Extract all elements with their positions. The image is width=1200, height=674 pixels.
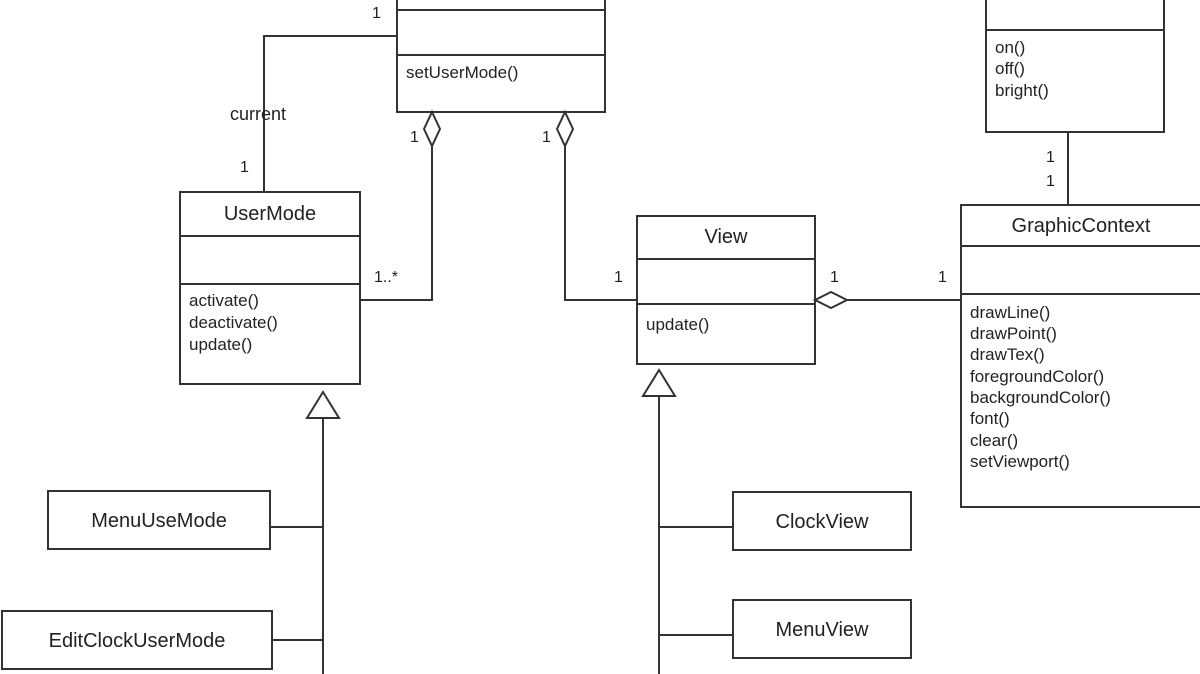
generalization-triangle-view <box>641 368 677 397</box>
class-view[interactable]: View update() <box>636 215 816 365</box>
class-edit-clock-user-mode[interactable]: EditClockUserMode <box>1 610 273 670</box>
association-current <box>263 35 397 192</box>
operation-off: off() <box>995 59 1025 78</box>
operation-draw-tex: drawTex() <box>970 345 1045 364</box>
operation-activate: activate() <box>189 291 259 310</box>
class-menu-view[interactable]: MenuView <box>732 599 912 659</box>
aggregation-diamond-view <box>555 109 575 149</box>
graphic-context-name: GraphicContext <box>1012 215 1151 237</box>
operation-deactivate: deactivate() <box>189 313 278 332</box>
edit-clock-user-mode-name: EditClockUserMode <box>49 630 226 652</box>
aggregation-diamond-usermode <box>422 109 442 149</box>
user-mode-name: UserMode <box>224 203 316 225</box>
operation-draw-line: drawLine() <box>970 303 1050 322</box>
view-name: View <box>705 226 749 248</box>
multiplicity-current: 1 <box>240 159 249 176</box>
operation-foreground-color: foregroundColor() <box>970 367 1104 386</box>
multiplicity-display-bottom: 1 <box>1046 173 1055 190</box>
operation-update: update() <box>189 335 252 354</box>
class-menu-use-mode[interactable]: MenuUseMode <box>47 490 271 550</box>
role-current: current <box>230 104 286 124</box>
operation-draw-point: drawPoint() <box>970 324 1057 343</box>
multiplicity-view-end: 1 <box>614 269 623 286</box>
operation-clear: clear() <box>970 431 1018 450</box>
multiplicity-view-agg: 1 <box>542 129 551 146</box>
operation-view-update: update() <box>646 315 709 334</box>
menu-use-mode-name: MenuUseMode <box>91 510 227 532</box>
aggregation-usermode-line <box>360 146 433 301</box>
aggregation-diamond-graphic-context <box>812 290 850 310</box>
operation-on: on() <box>995 38 1025 57</box>
operation-set-user-mode: setUserMode() <box>406 63 518 82</box>
multiplicity-usermode-many: 1..* <box>374 269 398 286</box>
class-top-controller[interactable]: setUserMode() <box>396 0 606 113</box>
operation-background-color: backgroundColor() <box>970 388 1111 407</box>
multiplicity-view-gc-view: 1 <box>830 269 839 286</box>
operation-set-viewport: setViewport() <box>970 452 1070 471</box>
multiplicity-display-top: 1 <box>1046 149 1055 166</box>
class-clock-view[interactable]: ClockView <box>732 491 912 551</box>
operation-bright: bright() <box>995 81 1049 100</box>
class-user-mode[interactable]: UserMode activate() deactivate() update(… <box>179 191 361 385</box>
operation-font: font() <box>970 409 1010 428</box>
multiplicity-top-left: 1 <box>372 5 381 22</box>
multiplicity-view-gc-gc: 1 <box>938 269 947 286</box>
multiplicity-usermode-agg: 1 <box>410 129 419 146</box>
aggregation-view-line <box>564 146 637 301</box>
menu-view-name: MenuView <box>775 619 869 641</box>
generalization-triangle-usermode <box>305 390 341 419</box>
class-graphic-context[interactable]: GraphicContext drawLine() drawPoint() dr… <box>960 204 1200 508</box>
clock-view-name: ClockView <box>776 511 870 533</box>
class-display[interactable]: on() off() bright() <box>985 0 1165 133</box>
